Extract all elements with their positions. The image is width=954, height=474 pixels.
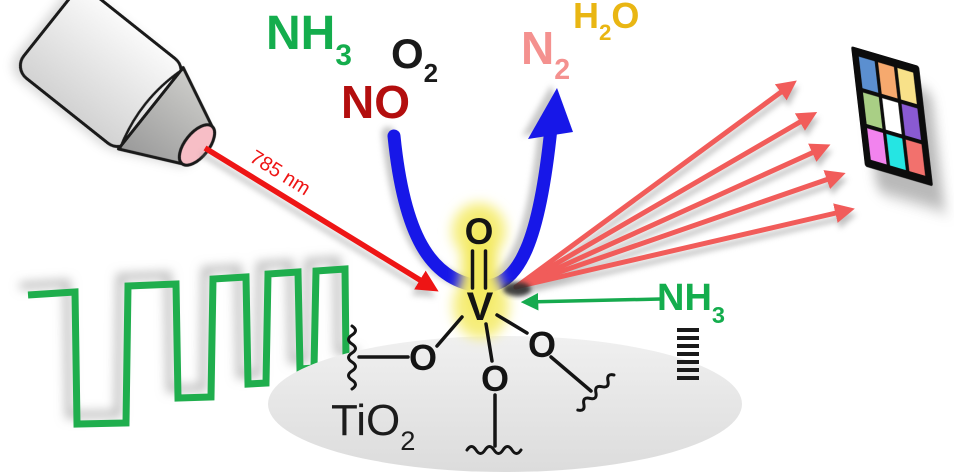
tio2-text: TiO — [331, 396, 401, 445]
scattered-arrow-4 — [513, 170, 846, 290]
vanadia-site-structure — [347, 249, 616, 455]
oxygen-atom-middle: O — [481, 358, 509, 399]
scatter-origin-spot — [503, 282, 531, 296]
ccd-detector — [851, 46, 933, 186]
detector-tile — [858, 56, 879, 93]
scattered-arrow-2 — [513, 111, 818, 290]
reactant-o2-text: O — [391, 30, 424, 77]
detector-tile — [862, 92, 883, 129]
reactant-nh3-sub: 3 — [335, 38, 352, 72]
detector-tile — [897, 67, 917, 105]
product-n2-text: N — [521, 22, 555, 74]
oxygen-atom-left: O — [409, 337, 437, 378]
adsorption-dashes — [677, 328, 699, 380]
vanadyl-oxygen-atom: O — [465, 211, 494, 252]
surface-squiggle-right — [576, 373, 616, 412]
objective-tip — [177, 123, 217, 167]
scattered-arrow-5 — [513, 203, 855, 290]
reactant-o2-sub: 2 — [423, 58, 439, 89]
detector-tile — [905, 139, 926, 176]
nh3-adsorption-arrow — [520, 292, 662, 311]
laser-beam-arrow — [203, 145, 439, 292]
reactant-o2-label: O2 — [391, 30, 438, 87]
reactant-nh3-label: NH3 — [266, 7, 352, 71]
product-h2o-part2: O — [611, 0, 640, 36]
v-o-bond-right — [495, 313, 529, 335]
vanadyl-site-highlight — [452, 203, 509, 339]
raman-objective-lens — [18, 0, 217, 167]
scattered-light-arrows — [513, 80, 855, 290]
product-h2o-part1: H — [573, 0, 599, 36]
detector-tile — [867, 128, 887, 165]
detector-tile — [882, 98, 902, 135]
modulation-square-wave — [27, 265, 367, 428]
v-o-bond-left — [435, 315, 464, 348]
surface-squiggle-left — [347, 324, 357, 391]
tio2-support-ellipse — [268, 336, 742, 472]
detector-tile — [886, 133, 906, 171]
adsorbed-nh3-text: NH — [657, 277, 712, 319]
product-h2o-label: H2O — [573, 0, 640, 44]
product-h2o-sub: 2 — [599, 20, 612, 46]
detector-tile — [901, 103, 922, 141]
oxygen-atom-right: O — [528, 324, 556, 365]
product-n2-sub: 2 — [554, 54, 571, 87]
o-support-bond-right — [549, 355, 593, 393]
reactant-no-text: NO — [341, 76, 410, 128]
reaction-arrowhead — [528, 88, 573, 139]
tio2-support-label: TiO2 — [331, 396, 415, 454]
detector-tile — [878, 62, 898, 99]
scattered-arrow-1 — [513, 80, 797, 290]
reactant-no-label: NO — [341, 79, 410, 125]
reactant-nh3-text: NH — [266, 7, 336, 60]
vanadium-atom: V — [467, 285, 494, 329]
product-n2-label: N2 — [521, 22, 570, 85]
objective-seam — [118, 67, 185, 150]
v-o-bond-middle — [484, 322, 494, 363]
atom-labels: O V O O O — [409, 211, 556, 399]
surface-squiggle-middle — [465, 445, 523, 455]
tio2-sub: 2 — [400, 424, 416, 456]
adsorbed-nh3-sub: 3 — [711, 301, 725, 328]
adsorbed-nh3-label: NH3 — [657, 277, 725, 327]
scattered-arrow-3 — [513, 143, 831, 290]
